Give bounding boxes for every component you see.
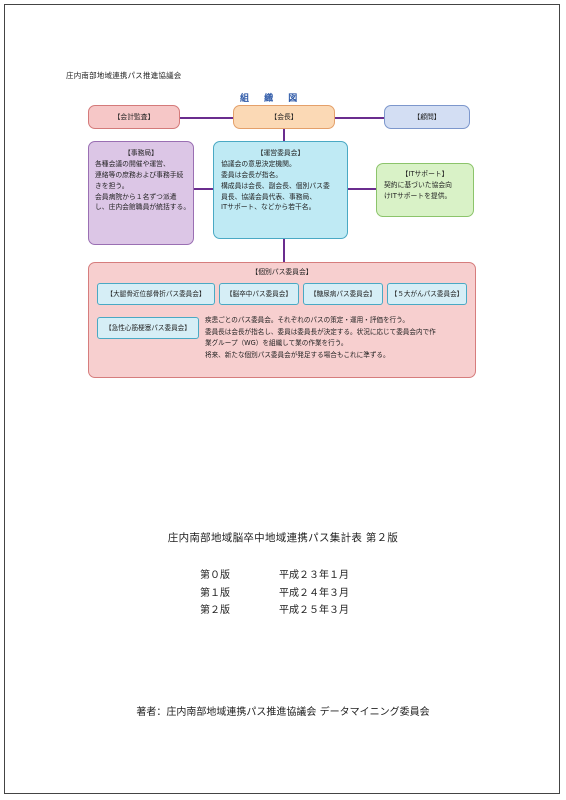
connector-line — [283, 239, 285, 262]
secretariat-text-line: 会員病院から１名ずつ派遣 — [95, 192, 177, 201]
steering-text-line: 協議会の意思決定機関。 — [221, 159, 296, 168]
secretariat-text-line: 各種会議の開催や運営、 — [95, 159, 170, 168]
edition-date: 平成２４年３月 — [279, 588, 349, 599]
steering-text-line: 構成員は会長、副会長、個別パス委 — [221, 181, 330, 190]
it-support-text-line: けITサポートを提供。 — [384, 191, 452, 200]
connector-line — [180, 117, 233, 119]
council-name: 庄内南部地域連携パス推進協議会 — [66, 71, 182, 80]
diabetes-committee: 【糖尿病パス委員会】 — [303, 283, 383, 305]
steering-committee-box: 【運営委員会】 協議会の意思決定機関。 委員は会長が指名。 構成員は会長、副会長… — [213, 141, 348, 239]
edition-label: 第０版 — [200, 570, 230, 581]
document-page — [4, 4, 560, 794]
author-line: 著者：庄内南部地域連携パス推進協議会 データマイニング委員会 — [136, 707, 430, 718]
secretariat-title: 【事務局】 — [124, 149, 158, 157]
it-support-title: 【ITサポート】 — [401, 170, 449, 178]
connector-line — [194, 188, 213, 190]
pathway-desc-line: 業グループ（WG）を組織して業の作業を行う。 — [205, 339, 348, 348]
chair-label: 【会長】 — [270, 112, 298, 121]
accounting-audit-box: 【会計監査】 — [88, 105, 180, 129]
edition-date: 平成２３年１月 — [279, 570, 349, 581]
steering-text-line: 委員は会長が指名。 — [221, 170, 283, 179]
edition-label: 第１版 — [200, 588, 230, 599]
stroke-committee: 【脳卒中パス委員会】 — [219, 283, 299, 305]
advisor-box: 【顧問】 — [384, 105, 470, 129]
secretariat-text-line: し、庄内会館職員が統括する。 — [95, 203, 191, 212]
secretariat-text-line: きを担う。 — [95, 181, 129, 190]
connector-line — [348, 188, 376, 190]
pathway-committee-title: 【個別パス委員会】 — [251, 268, 313, 276]
pathway-committee-description: 疾患ごとのパス委員会。それぞれのパスの策定・運用・評価を行う。 委員長は会長が指… — [205, 315, 436, 361]
org-chart-title: 組 織 図 — [240, 94, 304, 104]
pathway-desc-line: 委員長は会長が指名し、委員は委員長が決定する。状況に応じて委員会内で作 — [205, 327, 436, 336]
pathway-committee-box: 【個別パス委員会】 【大腿骨近位部骨折パス委員会】 【脳卒中パス委員会】 【糖尿… — [88, 262, 476, 378]
pathway-desc-line: 将来、新たな個別パス委員会が発足する場合もこれに準ずる。 — [205, 350, 390, 359]
edition-label: 第２版 — [200, 605, 230, 616]
chair-box: 【会長】 — [233, 105, 335, 129]
connector-line — [283, 129, 285, 141]
secretariat-box: 【事務局】 各種会議の開催や運営、 連絡等の庶務および事務手続 きを担う。 会員… — [88, 141, 194, 245]
cancer-committee: 【５大がんパス委員会】 — [387, 283, 467, 305]
myocardial-infarction-committee: 【急性心筋梗塞パス委員会】 — [97, 317, 199, 339]
steering-text-line: 員長、協議会員代表、事務局、 — [221, 192, 317, 201]
femoral-fracture-committee: 【大腿骨近位部骨折パス委員会】 — [97, 283, 215, 305]
steering-text-line: ITサポート、などから若干名。 — [221, 203, 316, 212]
steering-committee-title: 【運営委員会】 — [256, 149, 305, 157]
it-support-text-line: 契約に基づいた協会向 — [384, 180, 452, 189]
edition-date: 平成２５年３月 — [279, 605, 349, 616]
pathway-desc-line: 疾患ごとのパス委員会。それぞれのパスの策定・運用・評価を行う。 — [205, 316, 409, 324]
secretariat-text-line: 連絡等の庶務および事務手続 — [95, 170, 184, 179]
document-title: 庄内南部地域脳卒中地域連携パス集計表 第２版 — [167, 532, 399, 544]
accounting-audit-label: 【会計監査】 — [113, 112, 155, 121]
it-support-box: 【ITサポート】 契約に基づいた協会向 けITサポートを提供。 — [376, 163, 474, 217]
connector-line — [335, 117, 384, 119]
advisor-label: 【顧問】 — [413, 112, 441, 121]
